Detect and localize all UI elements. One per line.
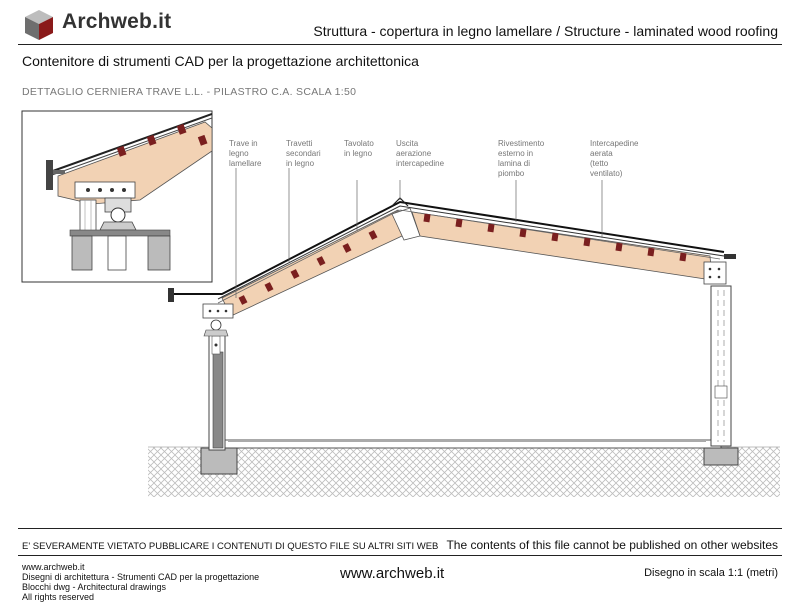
- cube-logo-icon: [25, 10, 53, 40]
- brand-logo-text: Archweb.it: [62, 10, 172, 33]
- page-subtitle: Contenitore di strumenti CAD per la prog…: [22, 53, 419, 69]
- secondary-beams-left: [238, 230, 378, 305]
- footer-scale-note: Disegno in scala 1:1 (metri): [644, 567, 778, 579]
- roof-covering: [170, 200, 725, 304]
- footer-divider: [18, 528, 782, 529]
- leader-lines: [235, 168, 603, 298]
- floor-slab: [212, 439, 722, 449]
- right-column: [703, 285, 739, 466]
- left-hinge-support: [168, 288, 234, 337]
- ground-hatch: [148, 446, 780, 497]
- footer-website-link[interactable]: www.archweb.it: [340, 565, 445, 582]
- warning-english: The contents of this file cannot be publ…: [446, 538, 778, 552]
- right-hinge-support: [703, 254, 736, 285]
- footer-line-description: Disegni di architettura - Strumenti CAD …: [22, 572, 260, 582]
- footer-line-rights: All rights reserved: [22, 592, 95, 602]
- page-header-title: Struttura - copertura in legno lamellare…: [313, 23, 778, 39]
- footer-line-website: www.archweb.it: [22, 562, 85, 572]
- header-divider: [18, 44, 782, 45]
- warning-italian: E' SEVERAMENTE VIETATO PUBBLICARE I CONT…: [22, 541, 439, 552]
- footer-divider-2: [18, 555, 782, 556]
- footer-line-blocks: Blocchi dwg - Architectural drawings: [22, 582, 167, 592]
- left-column: [200, 331, 238, 475]
- laminated-beams: [221, 207, 713, 317]
- inset-detail-view: [21, 110, 213, 283]
- detail-title: DETTAGLIO CERNIERA TRAVE L.L. - PILASTRO…: [22, 86, 357, 98]
- secondary-beams-right: [423, 213, 687, 262]
